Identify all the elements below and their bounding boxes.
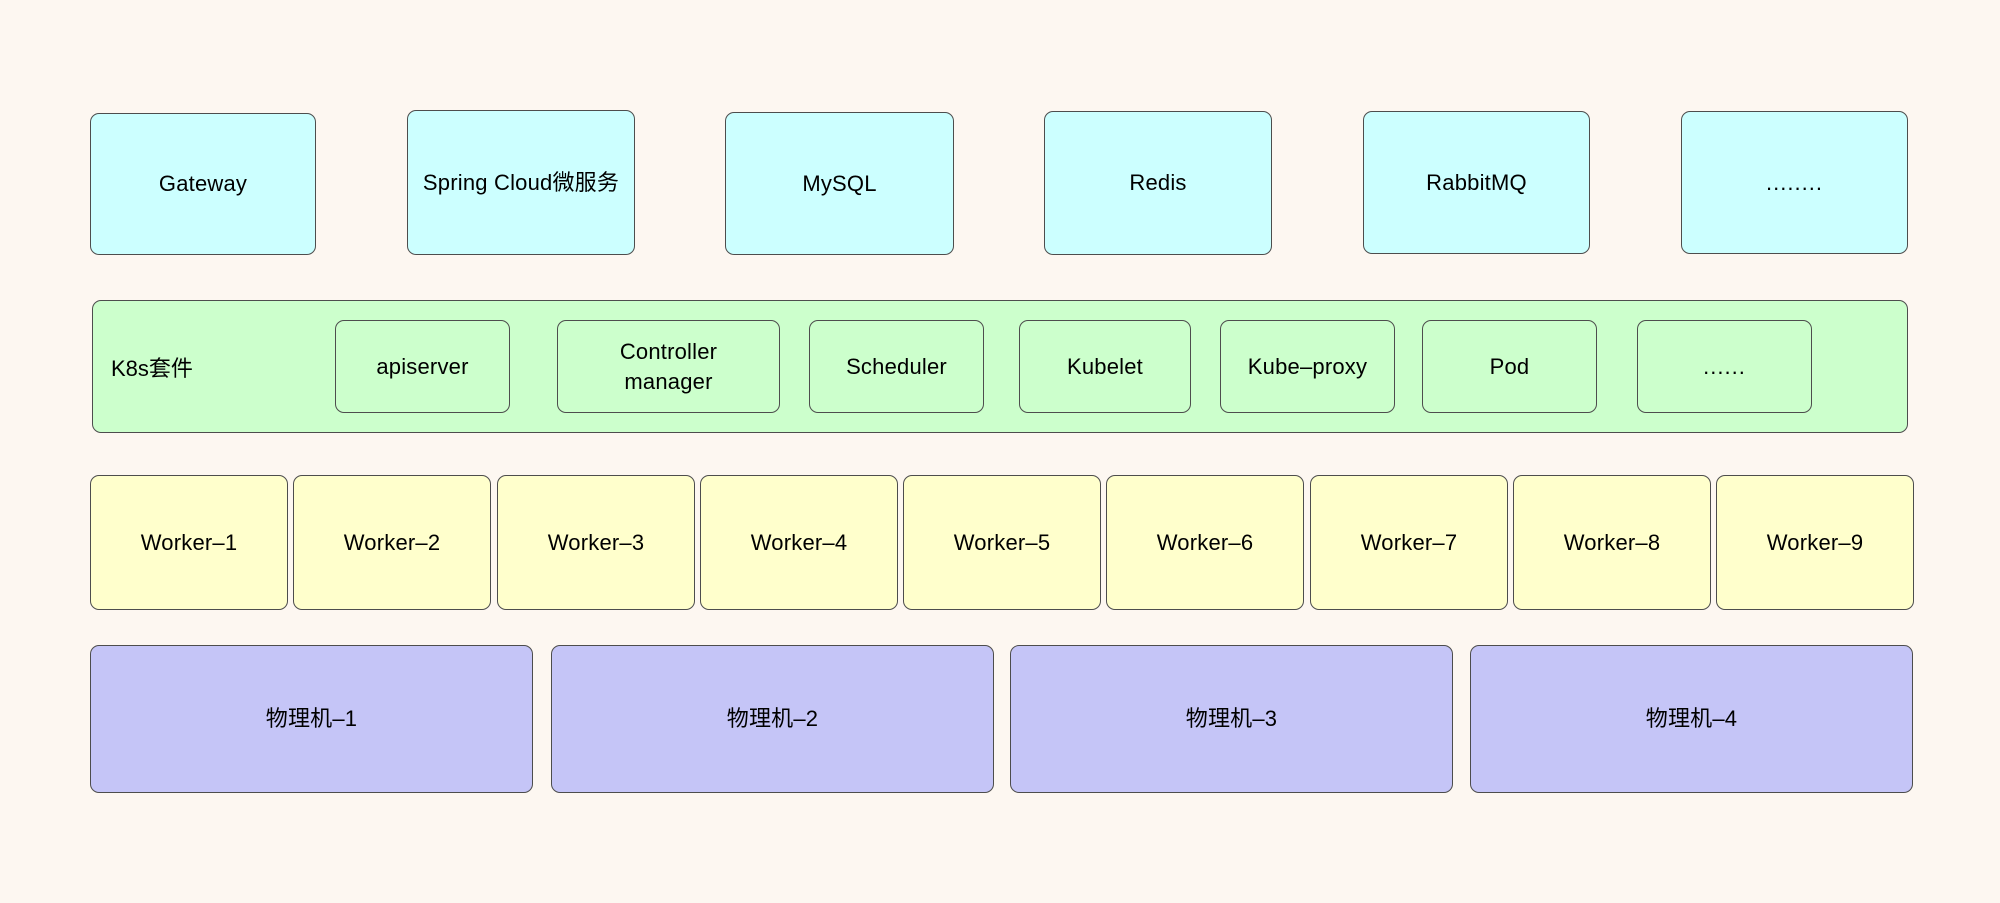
host-box-3[interactable]: 物理机–3: [1010, 645, 1453, 793]
application-box-1[interactable]: Gateway: [90, 113, 316, 255]
worker-box-8[interactable]: Worker–8: [1513, 475, 1711, 610]
k8s-box-1-label: apiserver: [376, 353, 469, 379]
host-box-2[interactable]: 物理机–2: [551, 645, 994, 793]
application-box-5[interactable]: RabbitMQ: [1363, 111, 1590, 254]
application-box-3-label: MySQL: [802, 170, 877, 196]
k8s-box-5-label: Kube–proxy: [1247, 353, 1368, 379]
worker-box-5[interactable]: Worker–5: [903, 475, 1101, 610]
worker-box-4[interactable]: Worker–4: [700, 475, 898, 610]
worker-box-3[interactable]: Worker–3: [497, 475, 695, 610]
worker-box-7-label: Worker–7: [1360, 529, 1458, 555]
application-box-6[interactable]: ........: [1681, 111, 1908, 254]
host-box-4[interactable]: 物理机–4: [1470, 645, 1913, 793]
worker-box-9-label: Worker–9: [1766, 529, 1864, 555]
worker-box-3-label: Worker–3: [547, 529, 645, 555]
host-box-2-label: 物理机–2: [726, 706, 819, 732]
application-box-4[interactable]: Redis: [1044, 111, 1272, 255]
k8s-box-4[interactable]: Kubelet: [1019, 320, 1191, 413]
worker-box-6[interactable]: Worker–6: [1106, 475, 1304, 610]
worker-box-6-label: Worker–6: [1156, 529, 1254, 555]
worker-box-9[interactable]: Worker–9: [1716, 475, 1914, 610]
k8s-box-2[interactable]: Controller manager: [557, 320, 780, 413]
worker-box-1-label: Worker–1: [140, 529, 238, 555]
application-box-6-label: ........: [1766, 169, 1823, 195]
k8s-box-6[interactable]: Pod: [1422, 320, 1597, 413]
k8s-box-1[interactable]: apiserver: [335, 320, 510, 413]
host-box-4-label: 物理机–4: [1645, 706, 1738, 732]
k8s-box-6-label: Pod: [1489, 353, 1530, 379]
worker-box-2[interactable]: Worker–2: [293, 475, 491, 610]
host-box-1[interactable]: 物理机–1: [90, 645, 533, 793]
host-box-3-label: 物理机–3: [1185, 706, 1278, 732]
application-box-3[interactable]: MySQL: [725, 112, 954, 255]
k8s-box-4-label: Kubelet: [1066, 353, 1143, 379]
worker-box-7[interactable]: Worker–7: [1310, 475, 1508, 610]
worker-box-1[interactable]: Worker–1: [90, 475, 288, 610]
host-box-1-label: 物理机–1: [265, 706, 358, 732]
worker-box-8-label: Worker–8: [1563, 529, 1661, 555]
k8s-box-7-label: ......: [1703, 353, 1746, 379]
k8s-box-2-label: Controller manager: [619, 339, 718, 394]
k8s-box-3-label: Scheduler: [846, 353, 947, 379]
worker-box-4-label: Worker–4: [750, 529, 848, 555]
application-box-2-label: Spring Cloud微服务: [422, 169, 620, 195]
k8s-box-7[interactable]: ......: [1637, 320, 1812, 413]
application-box-4-label: Redis: [1129, 170, 1187, 196]
application-box-5-label: RabbitMQ: [1426, 169, 1527, 195]
application-box-1-label: Gateway: [158, 171, 248, 197]
worker-box-5-label: Worker–5: [953, 529, 1051, 555]
worker-box-2-label: Worker–2: [343, 529, 441, 555]
k8s-box-3[interactable]: Scheduler: [809, 320, 984, 413]
k8s-suite-label: K8s套件: [111, 355, 193, 381]
k8s-box-5[interactable]: Kube–proxy: [1220, 320, 1395, 413]
application-box-2[interactable]: Spring Cloud微服务: [407, 110, 635, 255]
